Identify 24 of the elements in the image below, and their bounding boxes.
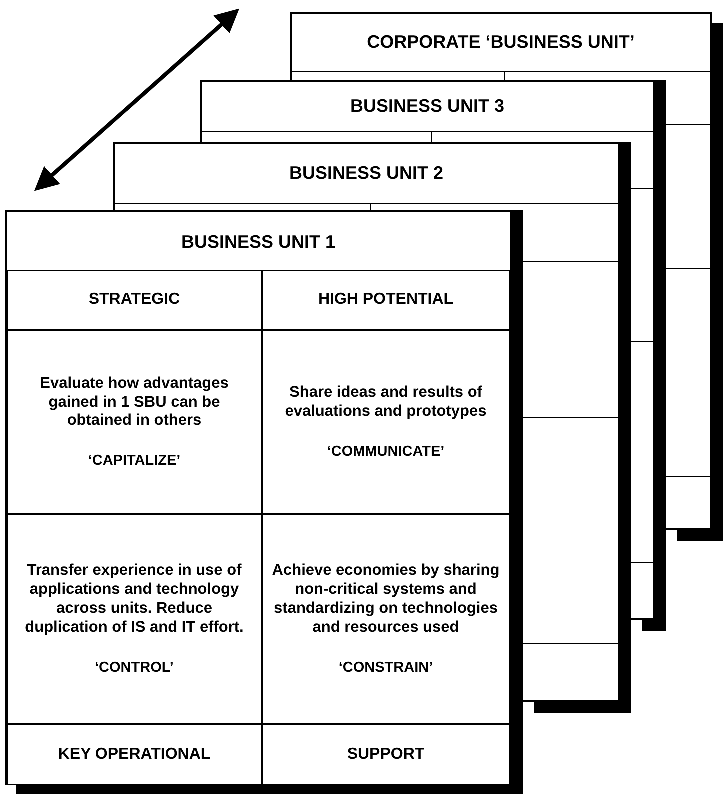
table-cell [262, 514, 510, 724]
table-cell [7, 724, 262, 785]
keyword-label: ‘COMMUNICATE’ [327, 444, 445, 460]
table-cell [7, 270, 262, 330]
table-cell [262, 330, 510, 514]
card-title: BUSINESS UNIT 3 [350, 96, 505, 117]
quadrant-label: KEY OPERATIONAL [58, 744, 211, 764]
description-text: Share ideas and results of evaluations and prototypes [284, 384, 488, 422]
keyword-label: ‘CONTROL’ [95, 660, 174, 676]
keyword-label: ‘CONSTRAIN’ [338, 660, 434, 676]
table-cell [7, 330, 262, 514]
quadrant-label: STRATEGIC [88, 290, 180, 310]
card-title: CORPORATE ‘BUSINESS UNIT’ [367, 32, 635, 53]
table-cell [262, 724, 510, 785]
quadrant-label: HIGH POTENTIAL [318, 290, 454, 310]
table-cell [7, 514, 262, 724]
description-text: Achieve economies by sharing non-critical systems and standardizing on technologies and resources used [271, 562, 501, 638]
description-text: Evaluate how advantages gained in 1 SBU can be obtained in others [39, 374, 230, 432]
quadrant-label: SUPPORT [347, 744, 425, 764]
keyword-label: ‘CAPITALIZE’ [88, 453, 181, 470]
table-cell [262, 270, 510, 330]
description-text: Transfer experience in use of applications and technology across units. Reduce duplication of IS and IT effort. [24, 562, 245, 638]
card-title: BUSINESS UNIT 2 [289, 163, 444, 184]
card-title: BUSINESS UNIT 1 [181, 232, 336, 252]
